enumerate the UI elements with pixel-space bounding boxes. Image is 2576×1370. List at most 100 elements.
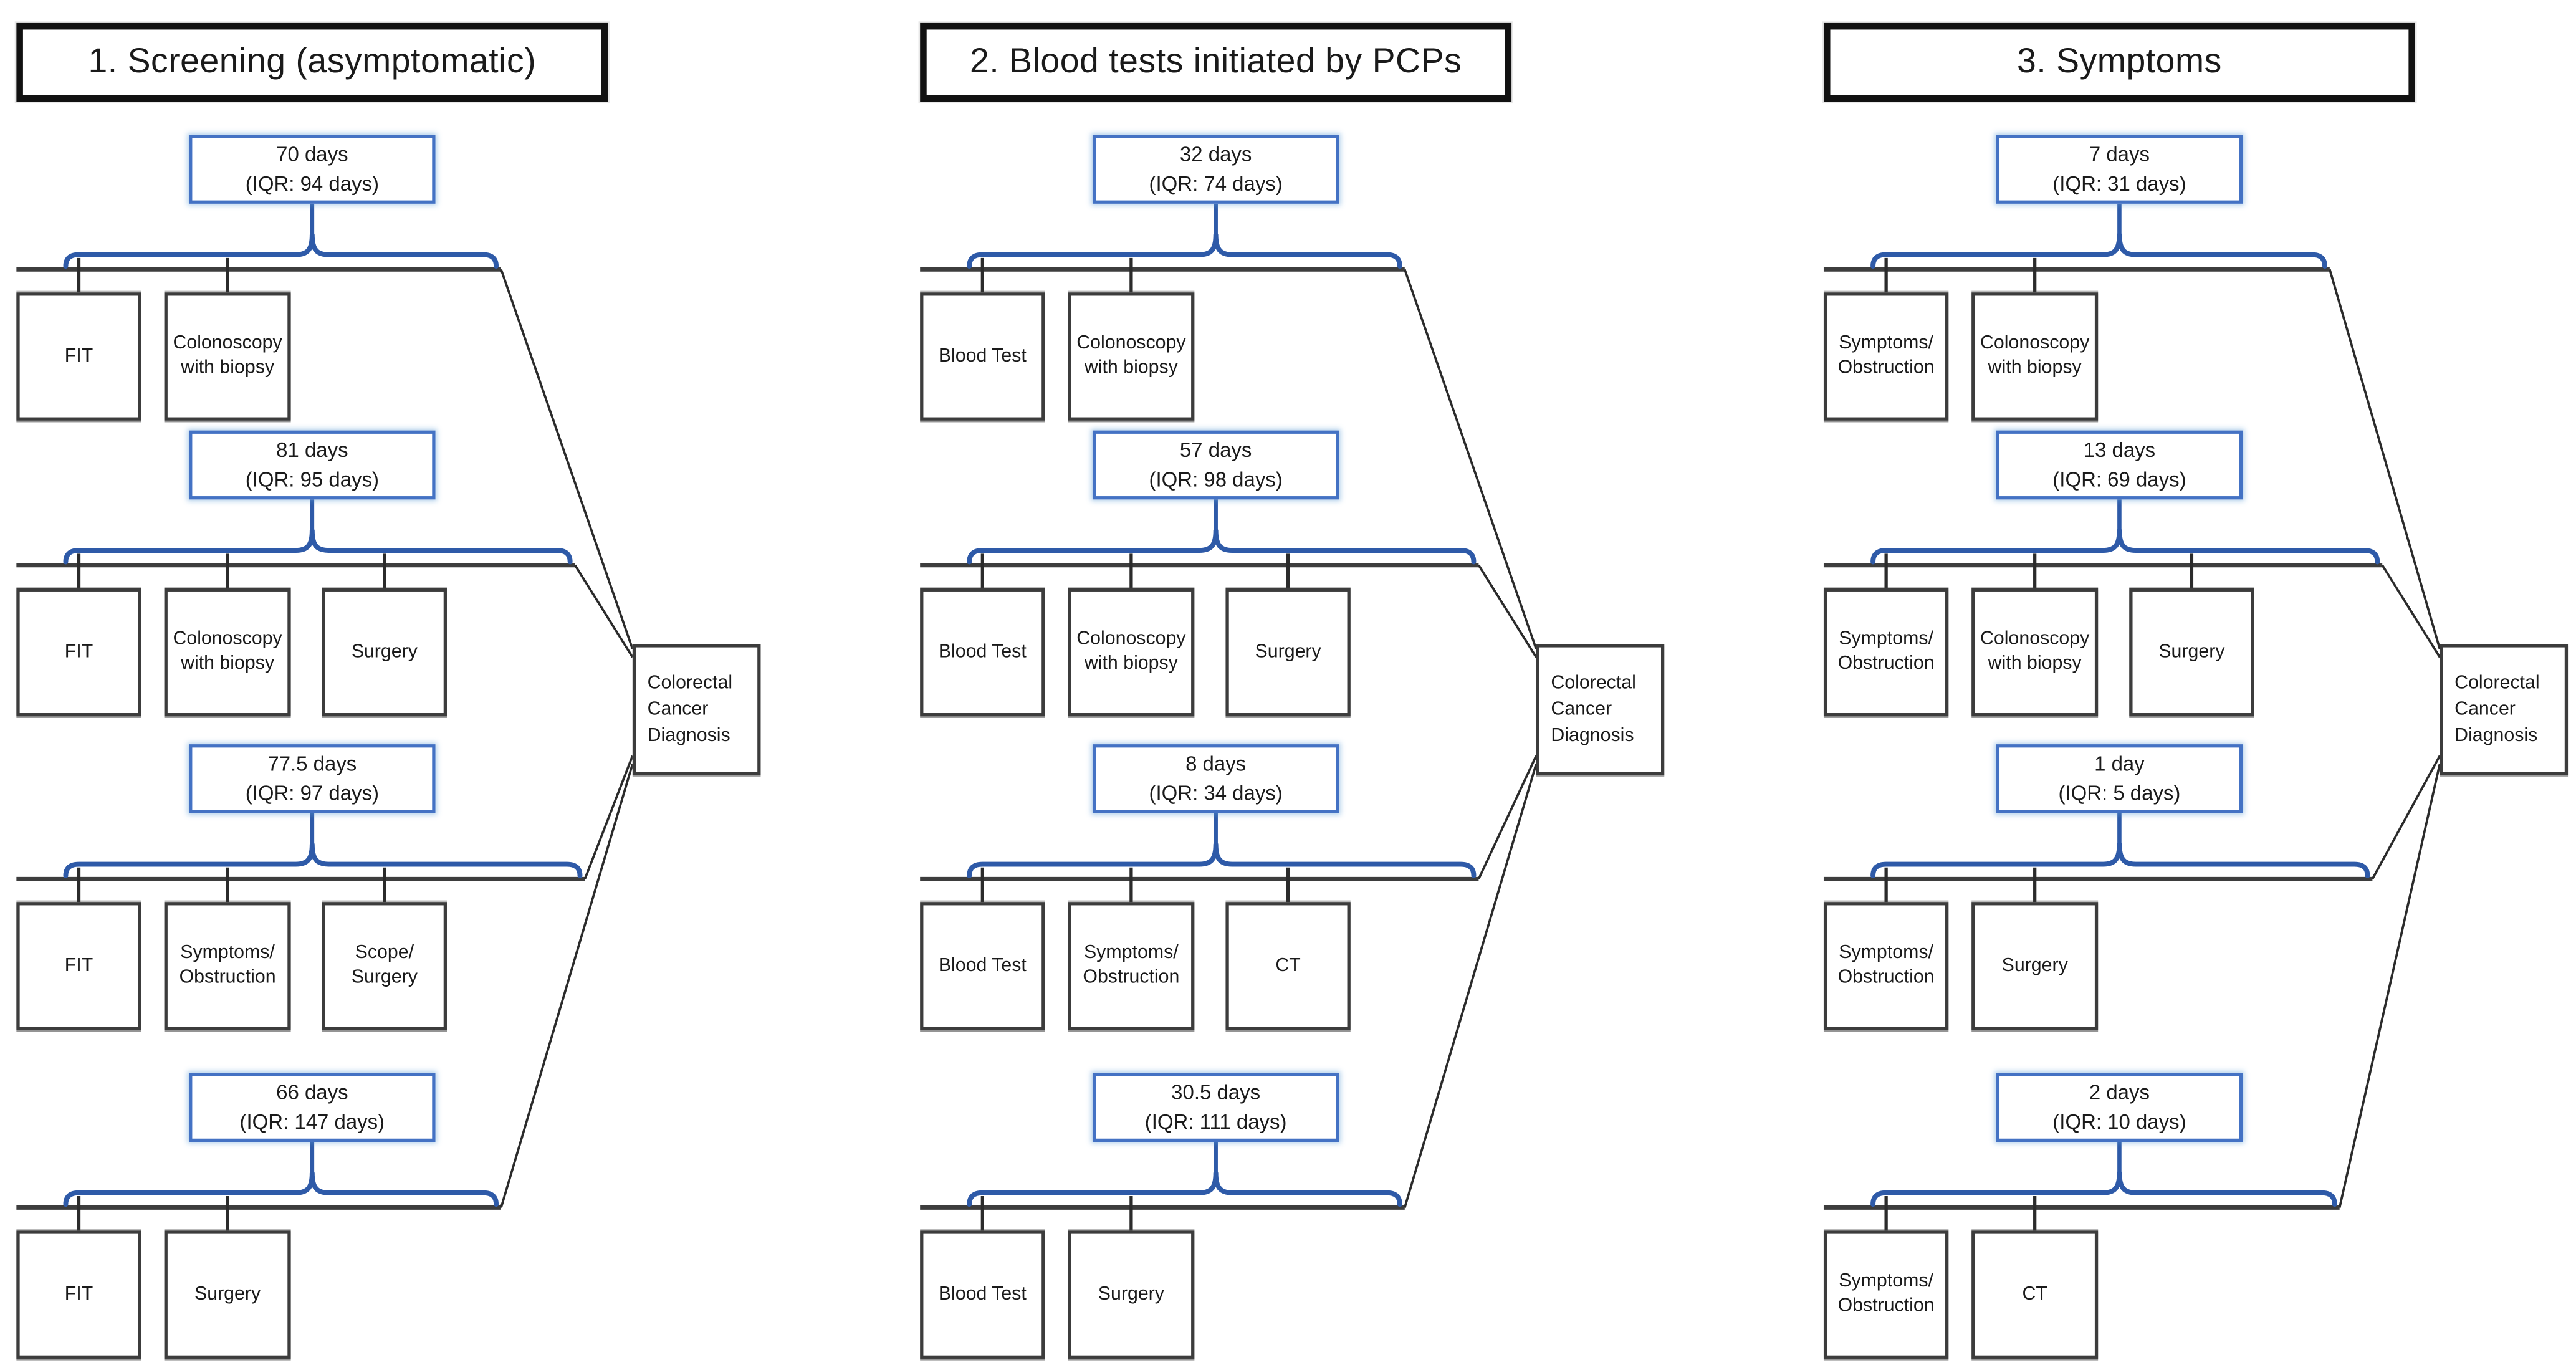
brace xyxy=(63,232,499,269)
process-box: Surgery xyxy=(164,1230,291,1359)
diagnosis-box: Colorectal Cancer Diagnosis xyxy=(2440,644,2569,776)
process-box: Blood Test xyxy=(920,292,1045,421)
process-box: Surgery xyxy=(1068,1230,1195,1359)
connector-line xyxy=(2371,755,2441,880)
duration-text: 2 days xyxy=(2089,1081,2150,1104)
process-box-label: Scope/ Surgery xyxy=(351,943,418,988)
brace xyxy=(1870,528,2380,565)
process-box: Surgery xyxy=(1971,902,2099,1030)
duration-text: 32 days xyxy=(1179,143,1252,166)
iqr-text: (IQR: 94 days) xyxy=(245,172,379,196)
duration-box: 77.5 days (IQR: 97 days) xyxy=(189,744,436,813)
connector-line xyxy=(2381,564,2441,658)
column-title: 1. Screening (asymptomatic) xyxy=(88,42,537,81)
process-box-label: Colonoscopy with biopsy xyxy=(1980,333,2090,378)
process-box: Symptoms/ Obstruction xyxy=(1068,902,1195,1030)
iqr-text: (IQR: 31 days) xyxy=(2052,172,2186,196)
brace xyxy=(1870,1171,2337,1207)
diagnosis-label: Colorectal Cancer Diagnosis xyxy=(1551,673,1636,746)
iqr-text: (IQR: 95 days) xyxy=(245,468,379,492)
process-box-label: Symptoms/ Obstruction xyxy=(1837,333,1935,378)
process-box: Colonoscopy with biopsy xyxy=(1971,588,2099,717)
iqr-text: (IQR: 98 days) xyxy=(1149,468,1283,492)
column-title-box: 1. Screening (asymptomatic) xyxy=(16,22,608,102)
iqr-text: (IQR: 74 days) xyxy=(1149,172,1283,196)
process-box: FIT xyxy=(16,292,141,421)
process-box: Symptoms/ Obstruction xyxy=(1823,292,1949,421)
process-box-label: Blood Test xyxy=(938,955,1027,975)
iqr-text: (IQR: 10 days) xyxy=(2052,1110,2186,1134)
process-box: FIT xyxy=(16,1230,141,1359)
diagnosis-label: Colorectal Cancer Diagnosis xyxy=(647,673,733,746)
process-box-label: Blood Test xyxy=(938,1284,1027,1304)
connector-line xyxy=(1404,269,1538,649)
process-box: Surgery xyxy=(1225,588,1351,717)
connector-line xyxy=(500,764,634,1208)
process-box-label: Surgery xyxy=(2158,641,2225,662)
column-title: 3. Symptoms xyxy=(2017,42,2222,81)
process-box: Colonoscopy with biopsy xyxy=(1068,292,1195,421)
duration-text: 70 days xyxy=(276,143,348,166)
duration-box: 81 days(IQR: 95 days) xyxy=(189,430,436,500)
diagnosis-box: Colorectal Cancer Diagnosis xyxy=(632,644,761,776)
brace xyxy=(967,528,1477,565)
brace xyxy=(63,841,583,878)
process-box-label: Colonoscopy with biopsy xyxy=(173,629,282,674)
process-box-label: CT xyxy=(2022,1284,2047,1304)
brace xyxy=(967,841,1477,878)
process-box-label: Surgery xyxy=(351,641,418,662)
connector-line xyxy=(1404,764,1538,1208)
process-box: Colonoscopy with biopsy xyxy=(164,292,291,421)
diagnosis-box: Colorectal Cancer Diagnosis xyxy=(1536,644,1665,776)
process-box: Symptoms/ Obstruction xyxy=(1823,1230,1949,1359)
connector-line xyxy=(583,755,634,879)
duration-text: 77.5 days xyxy=(267,752,357,775)
iqr-text: (IQR: 147 days) xyxy=(239,1110,385,1134)
duration-box: 2 days (IQR: 10 days) xyxy=(1996,1073,2243,1142)
duration-box: 30.5 days(IQR: 111 days) xyxy=(1092,1073,1339,1142)
brace xyxy=(967,1171,1402,1207)
process-box-label: FIT xyxy=(64,1284,93,1304)
iqr-text: (IQR: 5 days) xyxy=(2058,782,2181,805)
connector-line xyxy=(2329,269,2441,649)
duration-box: 8 days(IQR: 34 days) xyxy=(1092,744,1339,813)
process-box-label: Surgery xyxy=(194,1284,261,1304)
process-box: Colonoscopy with biopsy xyxy=(1068,588,1195,717)
duration-box: 32 days (IQR: 74 days) xyxy=(1092,135,1339,204)
column-title-box: 2. Blood tests initiated by PCPs xyxy=(920,22,1512,102)
duration-text: 57 days xyxy=(1179,438,1252,462)
process-box-label: Symptoms/ Obstruction xyxy=(1837,629,1935,674)
duration-text: 13 days xyxy=(2083,438,2156,462)
process-box-label: Surgery xyxy=(2001,955,2068,975)
iqr-text: (IQR: 69 days) xyxy=(2052,468,2186,492)
brace xyxy=(63,528,573,565)
process-box: CT xyxy=(1971,1230,2099,1359)
process-box: Colonoscopy with biopsy xyxy=(1971,292,2099,421)
iqr-text: (IQR: 97 days) xyxy=(245,782,379,805)
brace xyxy=(63,1171,499,1207)
process-box-label: Symptoms/ Obstruction xyxy=(1837,1272,1935,1316)
process-box: FIT xyxy=(16,902,141,1030)
duration-box: 66 days (IQR: 147 days) xyxy=(189,1073,436,1142)
duration-box: 13 days (IQR: 69 days) xyxy=(1996,430,2243,500)
duration-box: 1 day (IQR: 5 days) xyxy=(1996,744,2243,813)
pathway-column-blood-tests: 2. Blood tests initiated by PCPs 32 days… xyxy=(904,0,1673,1369)
connector-line xyxy=(1477,564,1538,658)
duration-text: 7 days xyxy=(2089,143,2150,166)
column-title-box: 3. Symptoms xyxy=(1823,22,2415,102)
connector-line xyxy=(2338,764,2441,1208)
brace xyxy=(967,232,1402,269)
diagnosis-label: Colorectal Cancer Diagnosis xyxy=(2454,673,2540,746)
process-box: Surgery xyxy=(2129,588,2254,717)
duration-text: 1 day xyxy=(2094,752,2145,775)
process-box-label: Colonoscopy with biopsy xyxy=(1076,629,1186,674)
process-box: Blood Test xyxy=(920,588,1045,717)
connector-line xyxy=(500,269,634,649)
duration-box: 70 days (IQR: 94 days) xyxy=(189,135,436,204)
duration-text: 66 days xyxy=(276,1081,348,1104)
process-box: Symptoms/ Obstruction xyxy=(164,902,291,1030)
process-box-label: Colonoscopy with biopsy xyxy=(1076,333,1186,378)
connector-line xyxy=(574,564,634,658)
iqr-text: (IQR: 34 days) xyxy=(1149,782,1283,805)
